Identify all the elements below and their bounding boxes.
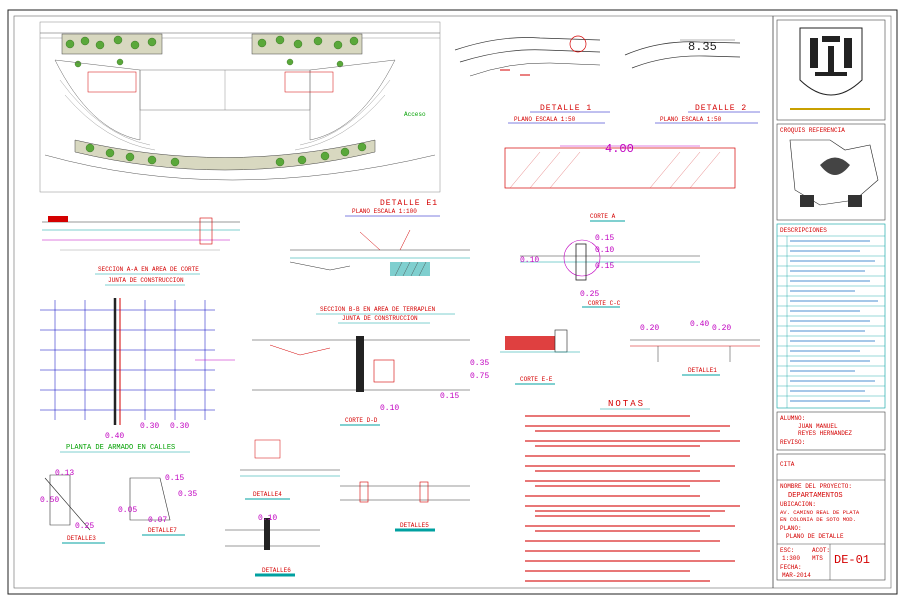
d7-dim-015: 0.15 <box>165 474 184 483</box>
nombre-proyecto-label: NOMBRE DEL PROYECTO: <box>780 483 852 490</box>
ccc-dim-010: 0.10 <box>595 246 614 255</box>
detalle-e1-scale: PLANO ESCALA 1:100 <box>352 208 417 215</box>
ccc-dim-015b: 0.15 <box>595 262 614 271</box>
corte-dd-label: CORTE D-D <box>345 417 378 424</box>
proyecto-name: DEPARTAMENTOS <box>788 492 843 500</box>
plano-name: PLANO DE DETALLE <box>786 533 844 540</box>
corte-cc: 0.15 0.10 0.15 0.10 0.25 CORTE C-C <box>520 234 700 308</box>
cdd-dim-015: 0.15 <box>440 392 459 401</box>
ubicacion-2: EN COLONIA DE SOTO MOD. <box>780 516 856 523</box>
dim-400: 4.00 <box>605 142 634 156</box>
seccion-aa-sub: JUNTA DE CONSTRUCCION <box>108 277 184 284</box>
detalle-4: DETALLE4 <box>240 439 340 500</box>
planta-dim-030a: 0.30 <box>140 422 159 431</box>
plano-clave: DE-01 <box>834 553 870 567</box>
d1b-dim-020a: 0.20 <box>640 324 659 333</box>
plaza-plan: Acceso <box>39 21 441 193</box>
d7-dim-035: 0.35 <box>178 490 197 499</box>
detalle-1b: 0.20 0.40 0.20 DETALLE1 <box>630 320 760 376</box>
detalle1-scale: PLANO ESCALA 1:50 <box>514 116 576 123</box>
croquis-map <box>789 139 879 207</box>
d3-dim-013: 0.13 <box>55 469 74 478</box>
descripciones-table <box>777 235 885 408</box>
outer-frame <box>7 9 898 595</box>
detalle-5: DETALLE5 <box>340 481 470 532</box>
detalle-e1: DETALLE E1 PLANO ESCALA 1:100 SECCION B-… <box>289 199 470 324</box>
d7-dim-005: 0.05 <box>118 506 137 515</box>
detalle1b-label: DETALLE1 <box>688 367 717 374</box>
notas: NOTAS <box>525 399 740 582</box>
dim-835: 8.35 <box>688 40 717 54</box>
reviso-label: REVISO: <box>780 439 805 446</box>
ccc-dim-010b: 0.10 <box>520 256 539 265</box>
planta-armado-title: PLANTA DE ARMADO EN CALLES <box>66 444 175 452</box>
title-block: CROQUIS REFERENCIA DESCRIPCIONES <box>776 19 886 581</box>
inner-frame <box>13 15 892 589</box>
planter-top-right <box>251 33 363 55</box>
detalle-1: DETALLE 1 PLANO ESCALA 1:50 <box>454 35 610 124</box>
alumno-name-1: JUAN MANUEL <box>798 423 838 430</box>
acceso-label: Acceso <box>404 111 426 118</box>
d1b-dim-040: 0.40 <box>690 320 709 329</box>
croquis-label: CROQUIS REFERENCIA <box>780 127 845 134</box>
cdd-dim-035: 0.35 <box>470 359 489 368</box>
seccion-bb-title: SECCION B-B EN AREA DE TERRAPLEN <box>320 306 436 313</box>
detalle6-label: DETALLE6 <box>262 567 291 574</box>
descripciones-label: DESCRIPCIONES <box>780 227 827 234</box>
corte-a: 4.00 CORTE A <box>504 142 736 222</box>
detalle-7: 0.15 0.35 0.07 0.05 DETALLE7 <box>118 474 197 536</box>
shrubs-bottom <box>85 142 367 167</box>
fecha-label: FECHA: <box>780 564 802 571</box>
d3-dim-025: 0.25 <box>75 522 94 531</box>
d7-dim-007: 0.07 <box>148 516 167 525</box>
seccion-bb-sub: JUNTA DE CONSTRUCCION <box>342 315 418 322</box>
planta-dim-030b: 0.30 <box>170 422 189 431</box>
detalle-3: 0.13 0.50 0.25 DETALLE3 <box>40 469 105 544</box>
detalle2-title: DETALLE 2 <box>695 104 747 113</box>
corte-cc-label: CORTE C-C <box>588 300 621 307</box>
detalle3-label: DETALLE3 <box>67 535 96 542</box>
corte-ee-label: CORTE E-E <box>520 376 553 383</box>
seccion-aa-title: SECCION A-A EN AREA DE CORTE <box>98 266 199 273</box>
institution-logo <box>790 27 870 110</box>
shrubs-top <box>65 35 359 68</box>
planter-top-left <box>61 33 163 55</box>
seccion-aa: SECCION A-A EN AREA DE CORTE JUNTA DE CO… <box>42 216 240 286</box>
detalle2-scale: PLANO ESCALA 1:50 <box>660 116 722 123</box>
notas-title: NOTAS <box>608 399 645 409</box>
detalle4-label: DETALLE4 <box>253 491 282 498</box>
ubicacion-1: AV. CAMINO REAL DE PLATA <box>780 509 860 516</box>
alumno-name-2: REYES HERNANDEZ <box>798 430 852 437</box>
detalle1-title: DETALLE 1 <box>540 104 592 113</box>
cdd-dim-010: 0.10 <box>380 404 399 413</box>
acot-label: ACOT: <box>812 547 830 554</box>
cdd-dim-075: 0.75 <box>470 372 489 381</box>
fecha-value: MAR-2014 <box>782 572 811 579</box>
ccc-dim-025: 0.25 <box>580 290 599 299</box>
ccc-dim-015: 0.15 <box>595 234 614 243</box>
d1b-dim-020b: 0.20 <box>712 324 731 333</box>
plano-label: PLANO: <box>780 525 802 532</box>
cita-label: CITA <box>780 461 795 468</box>
esc-label: ESC: <box>780 547 794 554</box>
detalle-6: 0.10 DETALLE6 <box>225 514 320 577</box>
planta-dim-040: 0.40 <box>105 432 124 441</box>
d3-dim-050: 0.50 <box>40 496 59 505</box>
ubicacion-label: UBICACION: <box>780 501 816 508</box>
detalle5-label: DETALLE5 <box>400 522 429 529</box>
corte-a-label: CORTE A <box>590 213 616 220</box>
detalle-e1-title: DETALLE E1 <box>380 199 438 208</box>
detalle7-label: DETALLE7 <box>148 527 177 534</box>
alumno-label: ALUMNO: <box>780 415 805 422</box>
esc-value: 1:300 <box>782 555 800 562</box>
acot-value: MTS <box>812 555 823 562</box>
corte-ee: CORTE E-E <box>500 329 580 385</box>
planta-armado: 0.30 0.30 0.40 PLANTA DE ARMADO EN CALLE… <box>40 298 235 453</box>
d6-dim-010: 0.10 <box>258 514 277 523</box>
detalle-2: 8.35 DETALLE 2 PLANO ESCALA 1:50 <box>624 39 760 124</box>
corte-dd: 0.35 0.75 0.15 0.10 CORTE D-D <box>252 336 489 426</box>
